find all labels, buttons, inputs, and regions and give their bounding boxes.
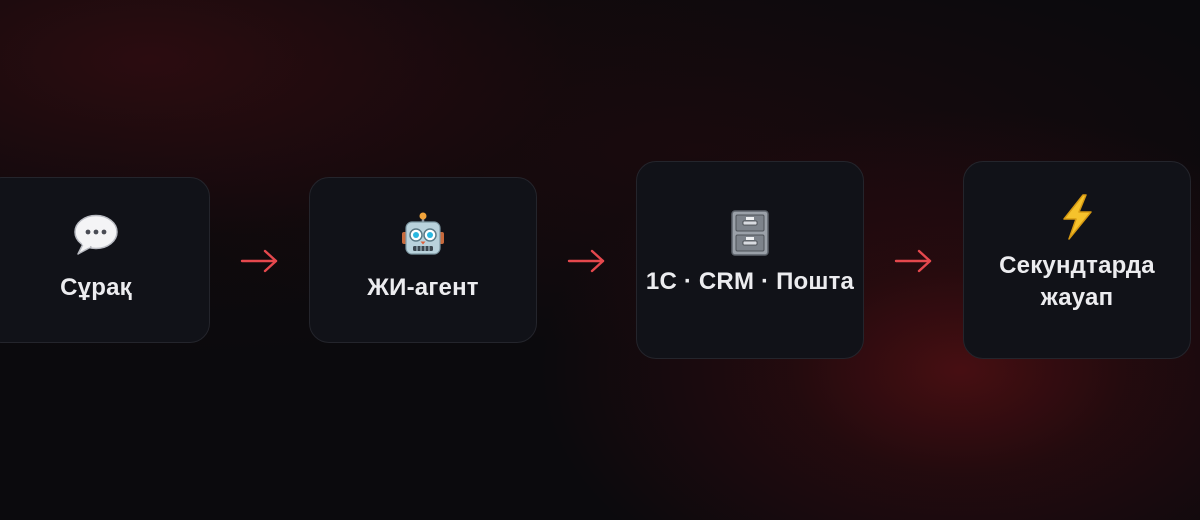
arrow-right-icon	[240, 249, 278, 273]
step-card-systems: 1С · CRM · Пошта	[636, 161, 864, 359]
step-card-answer: Секундтарда жауап	[963, 161, 1191, 359]
step-label: ЖИ-агент	[367, 274, 479, 301]
robot-icon	[400, 212, 446, 258]
step-label: Сұрақ	[60, 274, 132, 301]
file-cabinet-icon	[727, 210, 773, 256]
step-card-question: Сұрақ	[0, 177, 210, 343]
arrow-right-icon	[894, 249, 932, 273]
step-label: 1С · CRM · Пошта	[645, 268, 855, 295]
lightning-icon	[1054, 194, 1100, 240]
step-label: Секундтарда жауап	[999, 252, 1155, 311]
speech-bubble-icon	[73, 212, 119, 258]
arrow-right-icon	[567, 249, 605, 273]
step-card-agent: ЖИ-агент	[309, 177, 537, 343]
